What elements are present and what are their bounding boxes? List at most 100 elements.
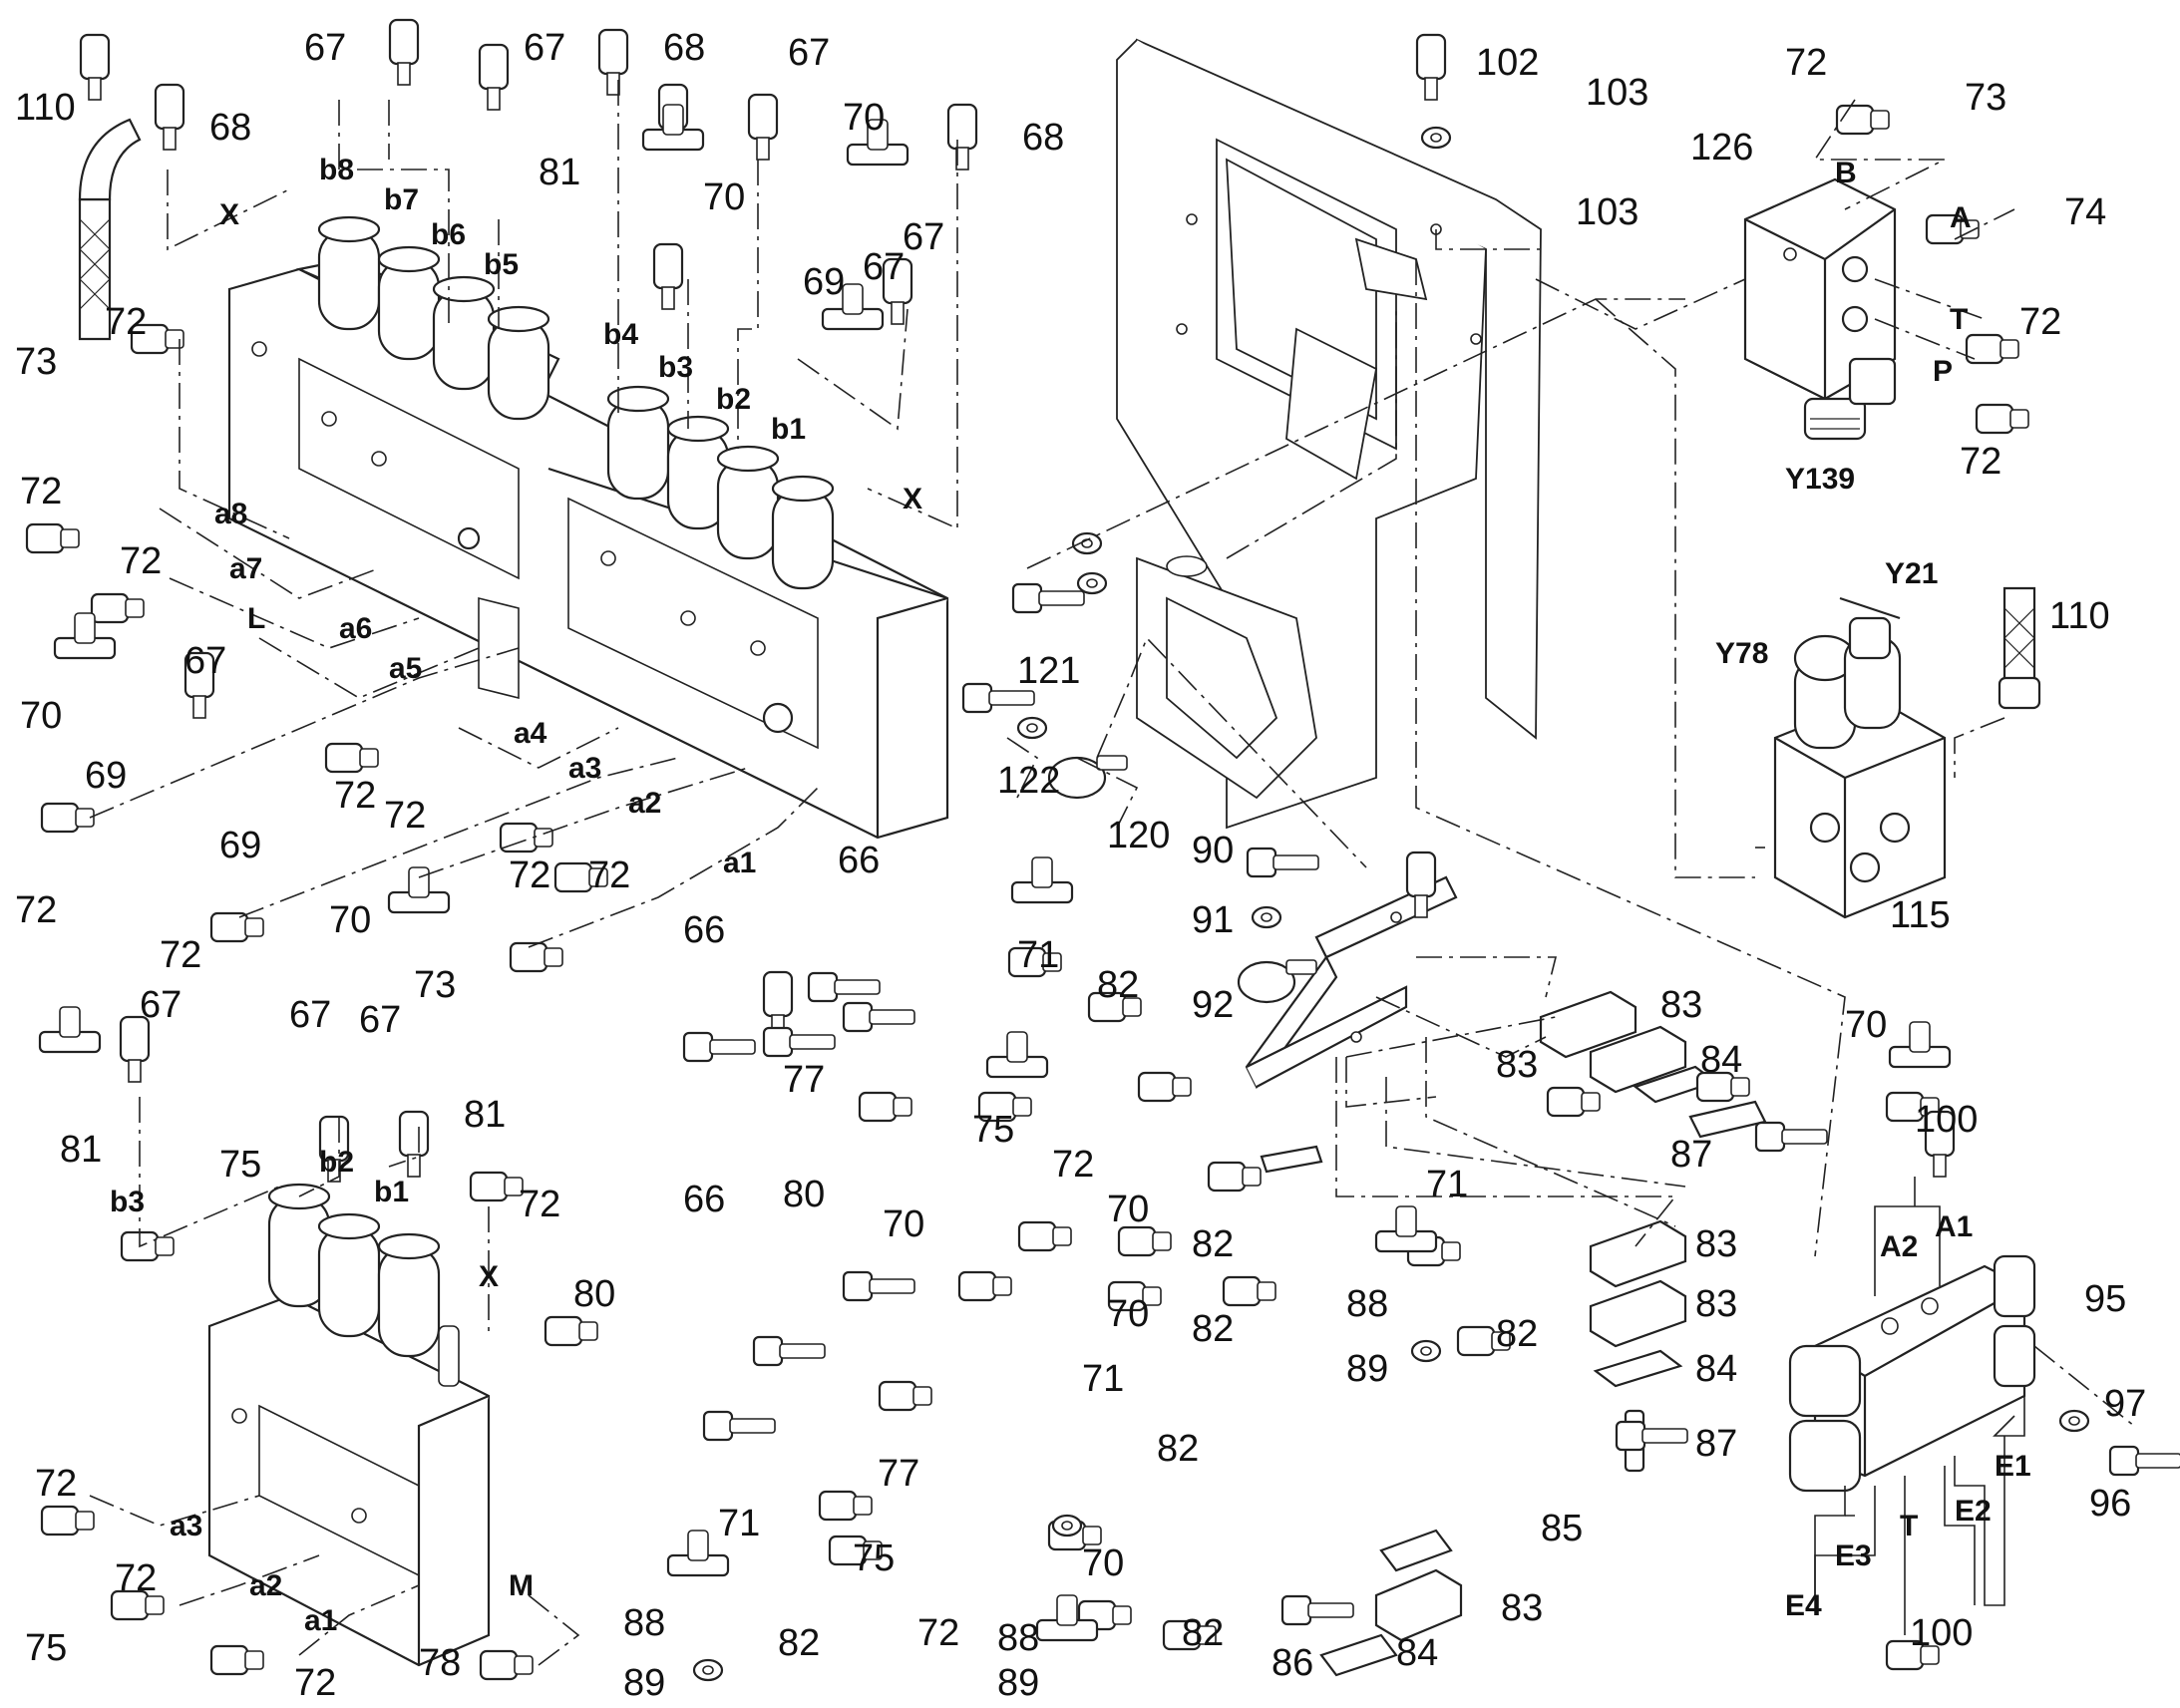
part-number-82: 82 xyxy=(1192,1223,1234,1265)
fitting-icon xyxy=(90,592,145,624)
valve-fitting-icon xyxy=(747,93,779,161)
part-number-70: 70 xyxy=(703,176,745,218)
part-number-72: 72 xyxy=(20,471,62,512)
bolt-icon xyxy=(762,1026,836,1058)
fitting-icon xyxy=(977,1091,1032,1123)
port-label-b: B xyxy=(1835,157,1857,189)
valve-fitting-icon xyxy=(318,1115,350,1183)
part-number-71: 71 xyxy=(1082,1358,1124,1400)
clamps-and-blocks xyxy=(1260,990,1767,1677)
part-number-110: 110 xyxy=(2049,595,2110,637)
part-number-72: 72 xyxy=(519,1184,560,1225)
fitting-icon xyxy=(479,1649,534,1681)
part-number-72: 72 xyxy=(917,1612,959,1654)
part-number-72: 72 xyxy=(294,1662,336,1704)
part-number-84: 84 xyxy=(1700,1039,1742,1081)
part-number-74: 74 xyxy=(2064,191,2106,233)
tee-fitting-icon xyxy=(1374,1205,1438,1253)
solenoid-coils-upper xyxy=(317,215,835,590)
valve-fitting-icon xyxy=(154,83,185,151)
mounting-frame xyxy=(1116,38,1542,830)
port-label-x: X xyxy=(219,198,239,231)
part-number-72: 72 xyxy=(384,795,426,837)
part-number-82: 82 xyxy=(1097,964,1139,1006)
fitting-icon xyxy=(209,911,264,943)
fitting-icon xyxy=(1885,1639,1940,1671)
fitting-icon xyxy=(1965,333,2019,365)
part-number-83: 83 xyxy=(1501,1587,1543,1629)
part-number-87: 87 xyxy=(1670,1134,1712,1176)
tee-fitting-icon xyxy=(53,612,117,660)
port-label-m: M xyxy=(509,1569,534,1602)
port-label-e3: E3 xyxy=(1835,1539,1872,1572)
port-label-b7: b7 xyxy=(384,183,419,216)
bolt-icon xyxy=(961,682,1035,714)
valve-fitting-icon xyxy=(882,257,913,325)
part-number-67: 67 xyxy=(289,994,331,1036)
valve-95 xyxy=(1788,1254,2036,1493)
port-label-a2: a2 xyxy=(628,787,661,820)
port-label-e1: E1 xyxy=(1995,1450,2031,1483)
part-number-67: 67 xyxy=(359,999,401,1041)
fitting-icon xyxy=(509,941,563,973)
bolt-icon xyxy=(1615,1420,1688,1452)
part-number-82: 82 xyxy=(1496,1313,1538,1355)
part-number-78: 78 xyxy=(419,1642,461,1684)
part-number-75: 75 xyxy=(972,1109,1014,1151)
part-number-89: 89 xyxy=(997,1662,1039,1704)
part-number-88: 88 xyxy=(997,1617,1039,1659)
part-number-68: 68 xyxy=(209,107,251,149)
part-number-75: 75 xyxy=(853,1537,895,1579)
tee-fitting-icon xyxy=(821,283,885,331)
part-number-82: 82 xyxy=(1192,1308,1234,1350)
port-label-b2: b2 xyxy=(319,1146,354,1179)
washer-icon xyxy=(692,1658,724,1682)
part-number-67: 67 xyxy=(788,32,830,74)
valve-fitting-icon xyxy=(388,18,420,86)
port-label-b1: b1 xyxy=(771,413,806,446)
clamp-icon xyxy=(1047,755,1128,800)
fitting-icon xyxy=(1162,1619,1217,1651)
part-number-68: 68 xyxy=(1022,117,1064,159)
part-number-81: 81 xyxy=(60,1129,102,1171)
hose-110-right xyxy=(1998,586,2041,710)
bolt-icon xyxy=(682,1031,756,1063)
part-number-83: 83 xyxy=(1496,1044,1538,1086)
fittings xyxy=(25,18,2180,1682)
port-label-a5: a5 xyxy=(389,652,422,685)
part-number-82: 82 xyxy=(1182,1612,1224,1654)
fitting-icon xyxy=(858,1091,912,1123)
part-number-72: 72 xyxy=(115,1557,157,1599)
bolt-icon xyxy=(842,1001,915,1033)
port-label-e2: E2 xyxy=(1955,1495,1992,1528)
washer-icon xyxy=(1251,905,1282,929)
port-label-p: P xyxy=(1933,355,1953,388)
fitting-icon xyxy=(1107,1280,1162,1312)
port-label-a4: a4 xyxy=(514,717,547,750)
fitting-icon xyxy=(25,522,80,554)
part-number-85: 85 xyxy=(1541,1508,1583,1549)
part-number-103: 103 xyxy=(1576,191,1638,233)
part-number-122: 122 xyxy=(997,760,1060,802)
part-number-100: 100 xyxy=(1910,1612,1973,1654)
fitting-icon xyxy=(1007,946,1062,978)
fitting-icon xyxy=(499,822,553,854)
part-number-102: 102 xyxy=(1476,42,1539,84)
part-number-68: 68 xyxy=(663,27,705,69)
part-number-88: 88 xyxy=(623,1602,665,1644)
washer-icon xyxy=(2058,1409,2090,1433)
port-label-a3: a3 xyxy=(568,752,601,785)
port-label-a6: a6 xyxy=(339,612,372,645)
fitting-icon xyxy=(1137,1071,1192,1103)
port-label-b3: b3 xyxy=(110,1186,145,1218)
part-number-71: 71 xyxy=(1017,934,1059,976)
clamp-icon xyxy=(1237,959,1317,1004)
fitting-icon xyxy=(1546,1086,1601,1118)
tee-fitting-icon xyxy=(666,1530,730,1577)
valve-fitting-icon xyxy=(1405,851,1437,918)
port-label-a: A xyxy=(1950,201,1972,234)
port-label-a2: a2 xyxy=(249,1569,282,1602)
part-number-72: 72 xyxy=(1960,441,2001,483)
